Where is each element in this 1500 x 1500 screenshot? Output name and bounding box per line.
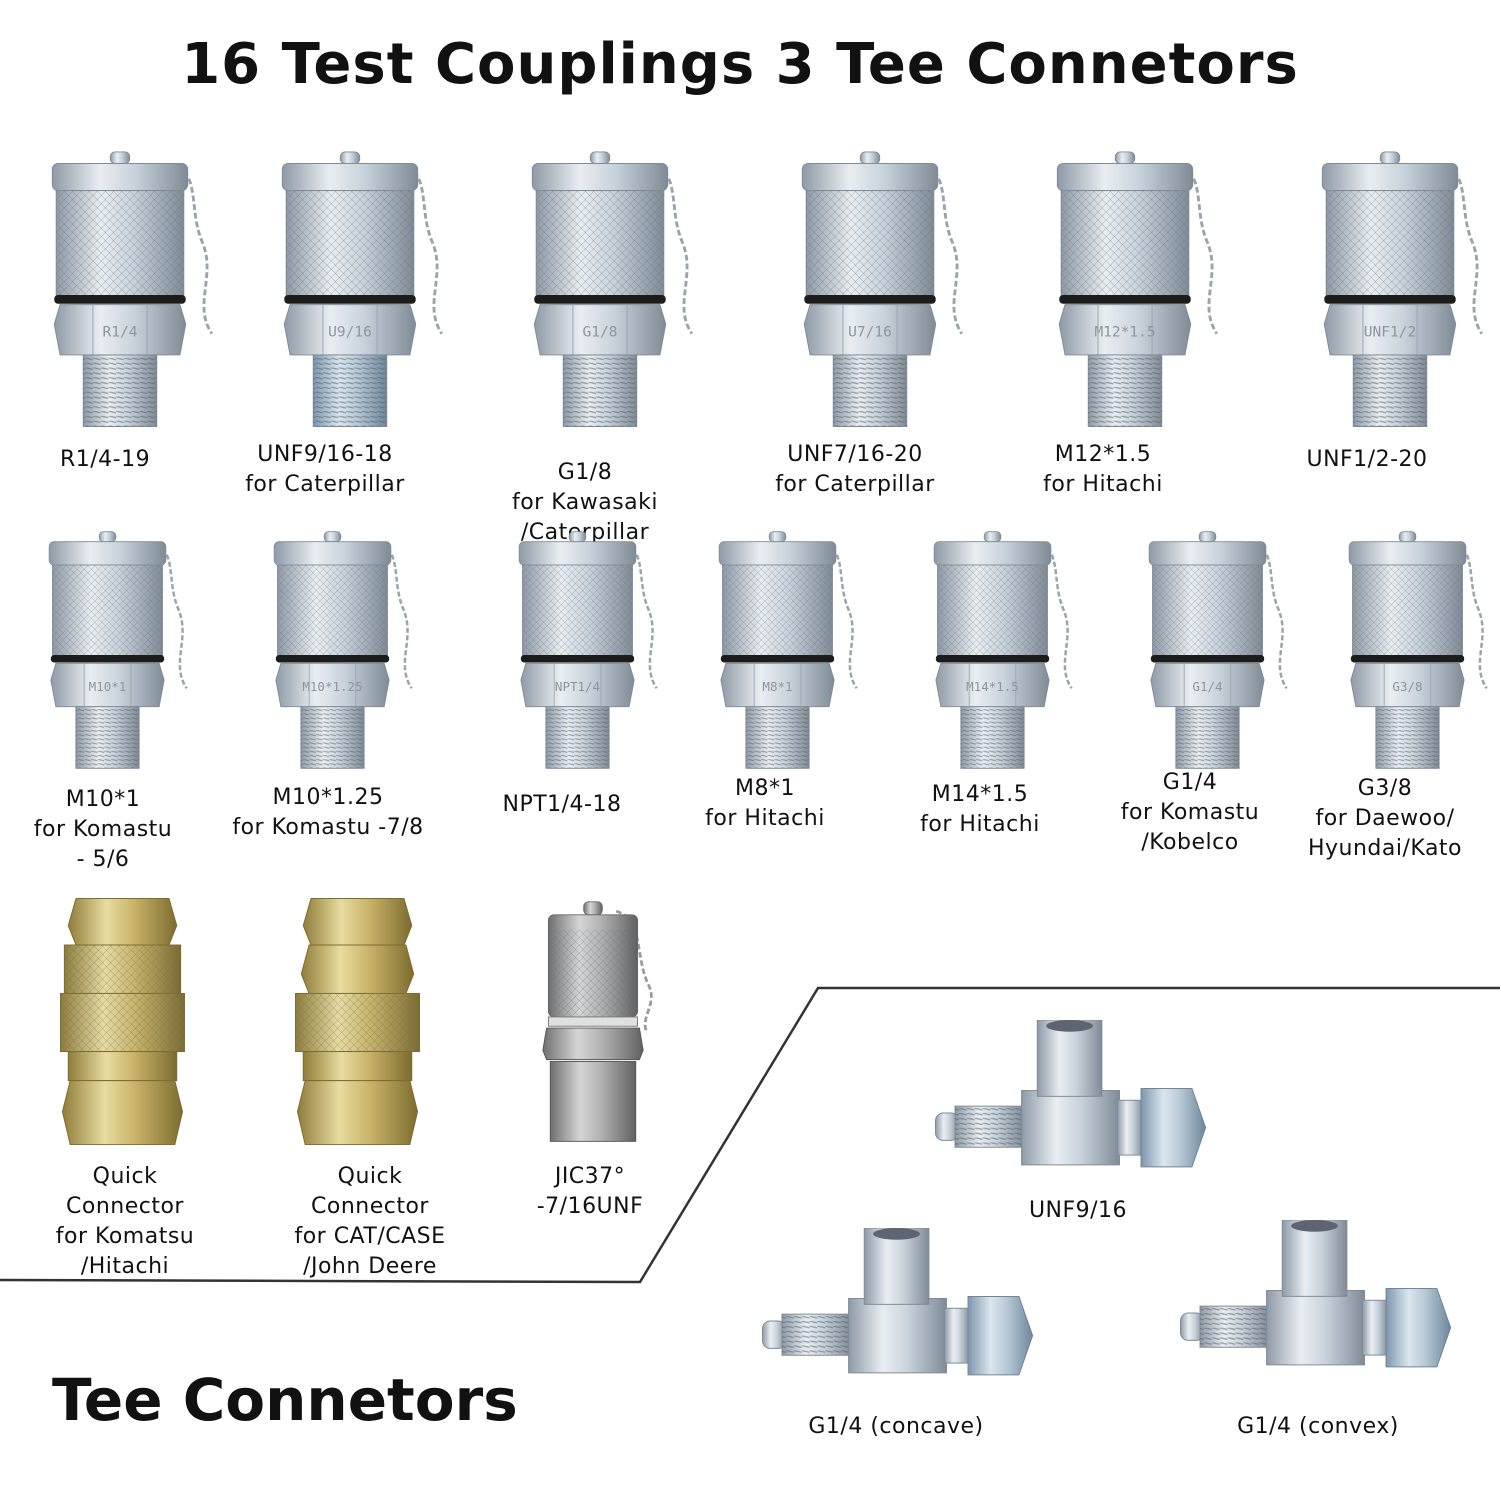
quick-connector-icon bbox=[45, 890, 200, 1155]
tee-connector-icon bbox=[935, 1020, 1210, 1206]
svg-text:M8*1: M8*1 bbox=[762, 679, 792, 694]
coupling-label: M12*1.5 for Hitachi bbox=[1043, 442, 1163, 497]
coupling-label: G3/8 for Daewoo/ Hyundai/Kato bbox=[1307, 776, 1463, 861]
test-coupling-icon: G3/8 bbox=[1320, 530, 1495, 780]
connector-label: Quick Connector for CAT/CASE /John Deere bbox=[294, 1164, 446, 1279]
coupling-label: G1/4 for Komastu /Kobelco bbox=[1120, 770, 1260, 855]
test-coupling-icon: M10*1 bbox=[20, 530, 195, 780]
test-coupling-icon: U7/16 bbox=[770, 150, 970, 440]
test-coupling-icon: G1/4 bbox=[1120, 530, 1295, 780]
coupling-label: UNF9/16-18 for Caterpillar bbox=[245, 442, 405, 497]
coupling-label: M8*1 for Hitachi bbox=[705, 776, 825, 831]
svg-text:G1/4: G1/4 bbox=[1192, 679, 1222, 694]
jic-adapter-icon bbox=[528, 890, 658, 1155]
test-coupling-icon: M12*1.5 bbox=[1025, 150, 1225, 440]
svg-text:NPT1/4: NPT1/4 bbox=[555, 679, 600, 694]
test-coupling-icon: U9/16 bbox=[250, 150, 450, 440]
test-coupling-icon: M14*1.5 bbox=[905, 530, 1080, 780]
svg-text:M10*1: M10*1 bbox=[89, 679, 127, 694]
coupling-label: M10*1.25 for Komastu -7/8 bbox=[232, 785, 424, 840]
page-title: 16 Test Couplings 3 Tee Connetors bbox=[181, 32, 1299, 97]
test-coupling-icon: M10*1.25 bbox=[245, 530, 420, 780]
svg-text:G1/8: G1/8 bbox=[583, 325, 618, 341]
svg-text:G3/8: G3/8 bbox=[1392, 679, 1422, 694]
connector-label: Quick Connector for Komatsu /Hitachi bbox=[55, 1164, 195, 1279]
coupling-label: M14*1.5 for Hitachi bbox=[920, 782, 1040, 837]
tee-label: G1/4 (concave) bbox=[808, 1414, 984, 1439]
svg-text:M10*1.25: M10*1.25 bbox=[302, 679, 362, 694]
svg-text:M14*1.5: M14*1.5 bbox=[966, 679, 1019, 694]
svg-text:U7/16: U7/16 bbox=[848, 325, 892, 341]
svg-text:UNF1/2: UNF1/2 bbox=[1364, 325, 1416, 341]
tee-connector-icon bbox=[762, 1228, 1037, 1414]
tee-connectors-heading: Tee Connetors bbox=[52, 1366, 518, 1434]
test-coupling-icon: G1/8 bbox=[500, 150, 700, 440]
svg-text:R1/4: R1/4 bbox=[103, 325, 138, 341]
connector-label: JIC37° -7/16UNF bbox=[536, 1164, 644, 1219]
test-coupling-icon: NPT1/4 bbox=[490, 530, 665, 780]
coupling-label: R1/4-19 bbox=[59, 447, 151, 472]
svg-text:U9/16: U9/16 bbox=[328, 325, 372, 341]
coupling-label: UNF1/2-20 bbox=[1306, 447, 1428, 472]
coupling-label: UNF7/16-20 for Caterpillar bbox=[775, 442, 935, 497]
test-coupling-icon: UNF1/2 bbox=[1290, 150, 1490, 440]
test-coupling-icon: M8*1 bbox=[690, 530, 865, 780]
tee-label: UNF9/16 bbox=[1028, 1198, 1128, 1223]
coupling-label: M10*1 for Komastu - 5/6 bbox=[33, 787, 173, 872]
quick-connector-icon bbox=[280, 890, 435, 1155]
coupling-label: NPT1/4-18 bbox=[502, 792, 622, 817]
tee-label: G1/4 (convex) bbox=[1237, 1414, 1399, 1439]
tee-connector-icon bbox=[1180, 1220, 1455, 1406]
svg-text:M12*1.5: M12*1.5 bbox=[1094, 325, 1155, 341]
test-coupling-icon: R1/4 bbox=[20, 150, 220, 440]
